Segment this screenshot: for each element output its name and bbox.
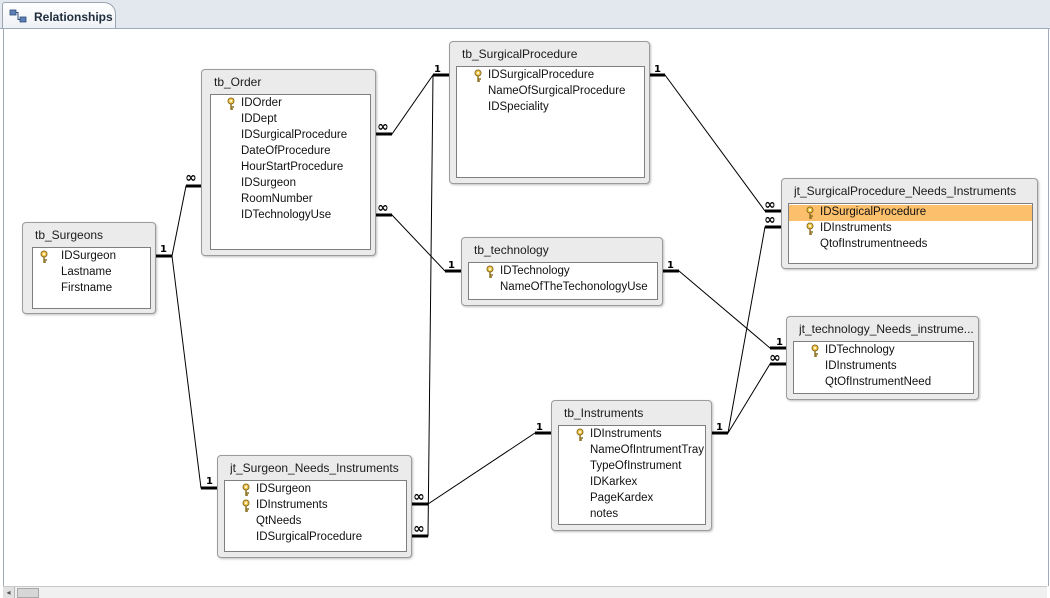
field-row[interactable]: PageKardex <box>590 492 654 504</box>
table-title: jt_Surgeon_Needs_Instruments <box>230 461 399 475</box>
tab-label: Relationships <box>34 10 113 24</box>
field-row[interactable]: IDSurgicalProcedure <box>241 129 348 141</box>
field-list[interactable]: IDInstruments NameOfIntrumentTray TypeOf… <box>558 425 706 525</box>
primary-key-icon <box>40 250 48 263</box>
field-row[interactable]: QtOfInstrumentNeed <box>825 376 932 388</box>
field-list[interactable]: IDSurgeon IDInstruments QtNeeds IDSurgic… <box>224 480 407 552</box>
table-title: tb_Order <box>214 75 262 89</box>
primary-key-icon <box>576 428 584 441</box>
primary-key-icon <box>227 97 235 110</box>
field-list[interactable]: IDTechnology NameOfTheTechonologyUse <box>468 262 658 300</box>
table-tb-instruments[interactable]: tb_Instruments IDInstruments NameOfIntru… <box>551 400 712 531</box>
scroll-left-arrow-icon[interactable]: ◂ <box>3 587 15 598</box>
field-row[interactable]: IDSurgicalProcedure <box>256 531 363 543</box>
field-row[interactable]: NameOfIntrumentTray <box>590 444 704 456</box>
table-tb-order[interactable]: tb_Order IDOrder IDDept IDSurgicalProced… <box>201 69 376 256</box>
table-title: jt_technology_Needs_instrume... <box>799 322 974 336</box>
primary-key-icon <box>486 265 494 278</box>
primary-key-icon <box>242 483 250 496</box>
field-row[interactable]: IDDept <box>241 113 277 125</box>
field-row[interactable]: Lastname <box>61 266 112 278</box>
field-row[interactable]: RoomNumber <box>241 193 313 205</box>
field-row[interactable]: HourStartProcedure <box>241 161 344 173</box>
field-row[interactable]: TypeOfInstrument <box>590 460 682 472</box>
field-row[interactable]: IDTechnologyUse <box>241 209 332 221</box>
field-row[interactable]: QtNeeds <box>256 515 302 527</box>
field-row[interactable]: IDInstruments <box>789 221 1032 237</box>
field-row[interactable]: NameOfTheTechonologyUse <box>500 281 648 293</box>
table-jt-surgeon-needs-instruments[interactable]: jt_Surgeon_Needs_Instruments IDSurgeon I… <box>217 455 412 558</box>
field-row[interactable]: QtofInstrumentneeds <box>820 238 928 250</box>
field-row[interactable]: IDTechnology <box>794 343 973 359</box>
field-list[interactable]: IDSurgeon Lastname Firstname <box>32 247 151 309</box>
field-row[interactable]: IDSurgeon <box>241 177 296 189</box>
table-tb-technology[interactable]: tb_technology IDTechnology NameOfTheTech… <box>461 237 663 306</box>
document-tab-bar: Relationships <box>0 0 1050 29</box>
field-row[interactable]: DateOfProcedure <box>241 145 331 157</box>
field-list[interactable]: IDSurgicalProcedure NameOfSurgicalProced… <box>456 66 645 178</box>
relationships-icon <box>9 9 27 23</box>
primary-key-icon <box>811 344 819 357</box>
field-row[interactable]: IDInstruments <box>225 498 406 514</box>
table-jt-surgicalprocedure-needs-instruments[interactable]: jt_SurgicalProcedure_Needs_Instruments I… <box>781 178 1038 269</box>
table-tb-surgeons[interactable]: tb_Surgeons IDSurgeon Lastname Firstname <box>22 222 156 314</box>
relationships-tab[interactable]: Relationships <box>2 2 116 28</box>
field-row[interactable]: IDKarkex <box>590 476 638 488</box>
table-tb-surgicalprocedure[interactable]: tb_SurgicalProcedure IDSurgicalProcedure… <box>449 41 650 184</box>
field-row[interactable]: IDTechnology <box>469 264 657 280</box>
field-row[interactable]: IDSurgicalProcedure <box>457 68 644 84</box>
table-title: jt_SurgicalProcedure_Needs_Instruments <box>794 184 1017 198</box>
field-row[interactable]: NameOfSurgicalProcedure <box>488 85 626 97</box>
table-title: tb_SurgicalProcedure <box>462 47 578 61</box>
table-title: tb_Instruments <box>564 406 644 420</box>
primary-key-icon <box>806 206 814 219</box>
field-row[interactable]: IDInstruments <box>559 427 705 443</box>
table-title: tb_Surgeons <box>35 228 104 242</box>
field-row-selected[interactable]: IDSurgicalProcedure <box>789 205 1032 221</box>
field-list[interactable]: IDTechnology IDInstruments QtOfInstrumen… <box>793 341 974 394</box>
primary-key-icon <box>474 69 482 82</box>
field-row[interactable]: IDInstruments <box>825 360 897 372</box>
field-row[interactable]: IDOrder <box>211 96 370 112</box>
field-list[interactable]: IDOrder IDDept IDSurgicalProcedure DateO… <box>210 94 371 250</box>
field-list[interactable]: IDSurgicalProcedure IDInstruments QtofIn… <box>788 203 1033 264</box>
field-row[interactable]: IDSurgeon <box>225 482 406 498</box>
primary-key-icon <box>242 499 250 512</box>
primary-key-icon <box>806 222 814 235</box>
field-row[interactable]: IDSurgeon <box>33 249 150 265</box>
field-row[interactable]: Firstname <box>61 282 113 294</box>
field-row[interactable]: IDSpeciality <box>488 101 549 113</box>
table-jt-technology-needs-instruments[interactable]: jt_technology_Needs_instrume... IDTechno… <box>786 316 979 400</box>
horizontal-scrollbar[interactable]: ◂ <box>3 586 1047 598</box>
field-row[interactable]: notes <box>590 508 619 520</box>
table-title: tb_technology <box>474 243 549 257</box>
